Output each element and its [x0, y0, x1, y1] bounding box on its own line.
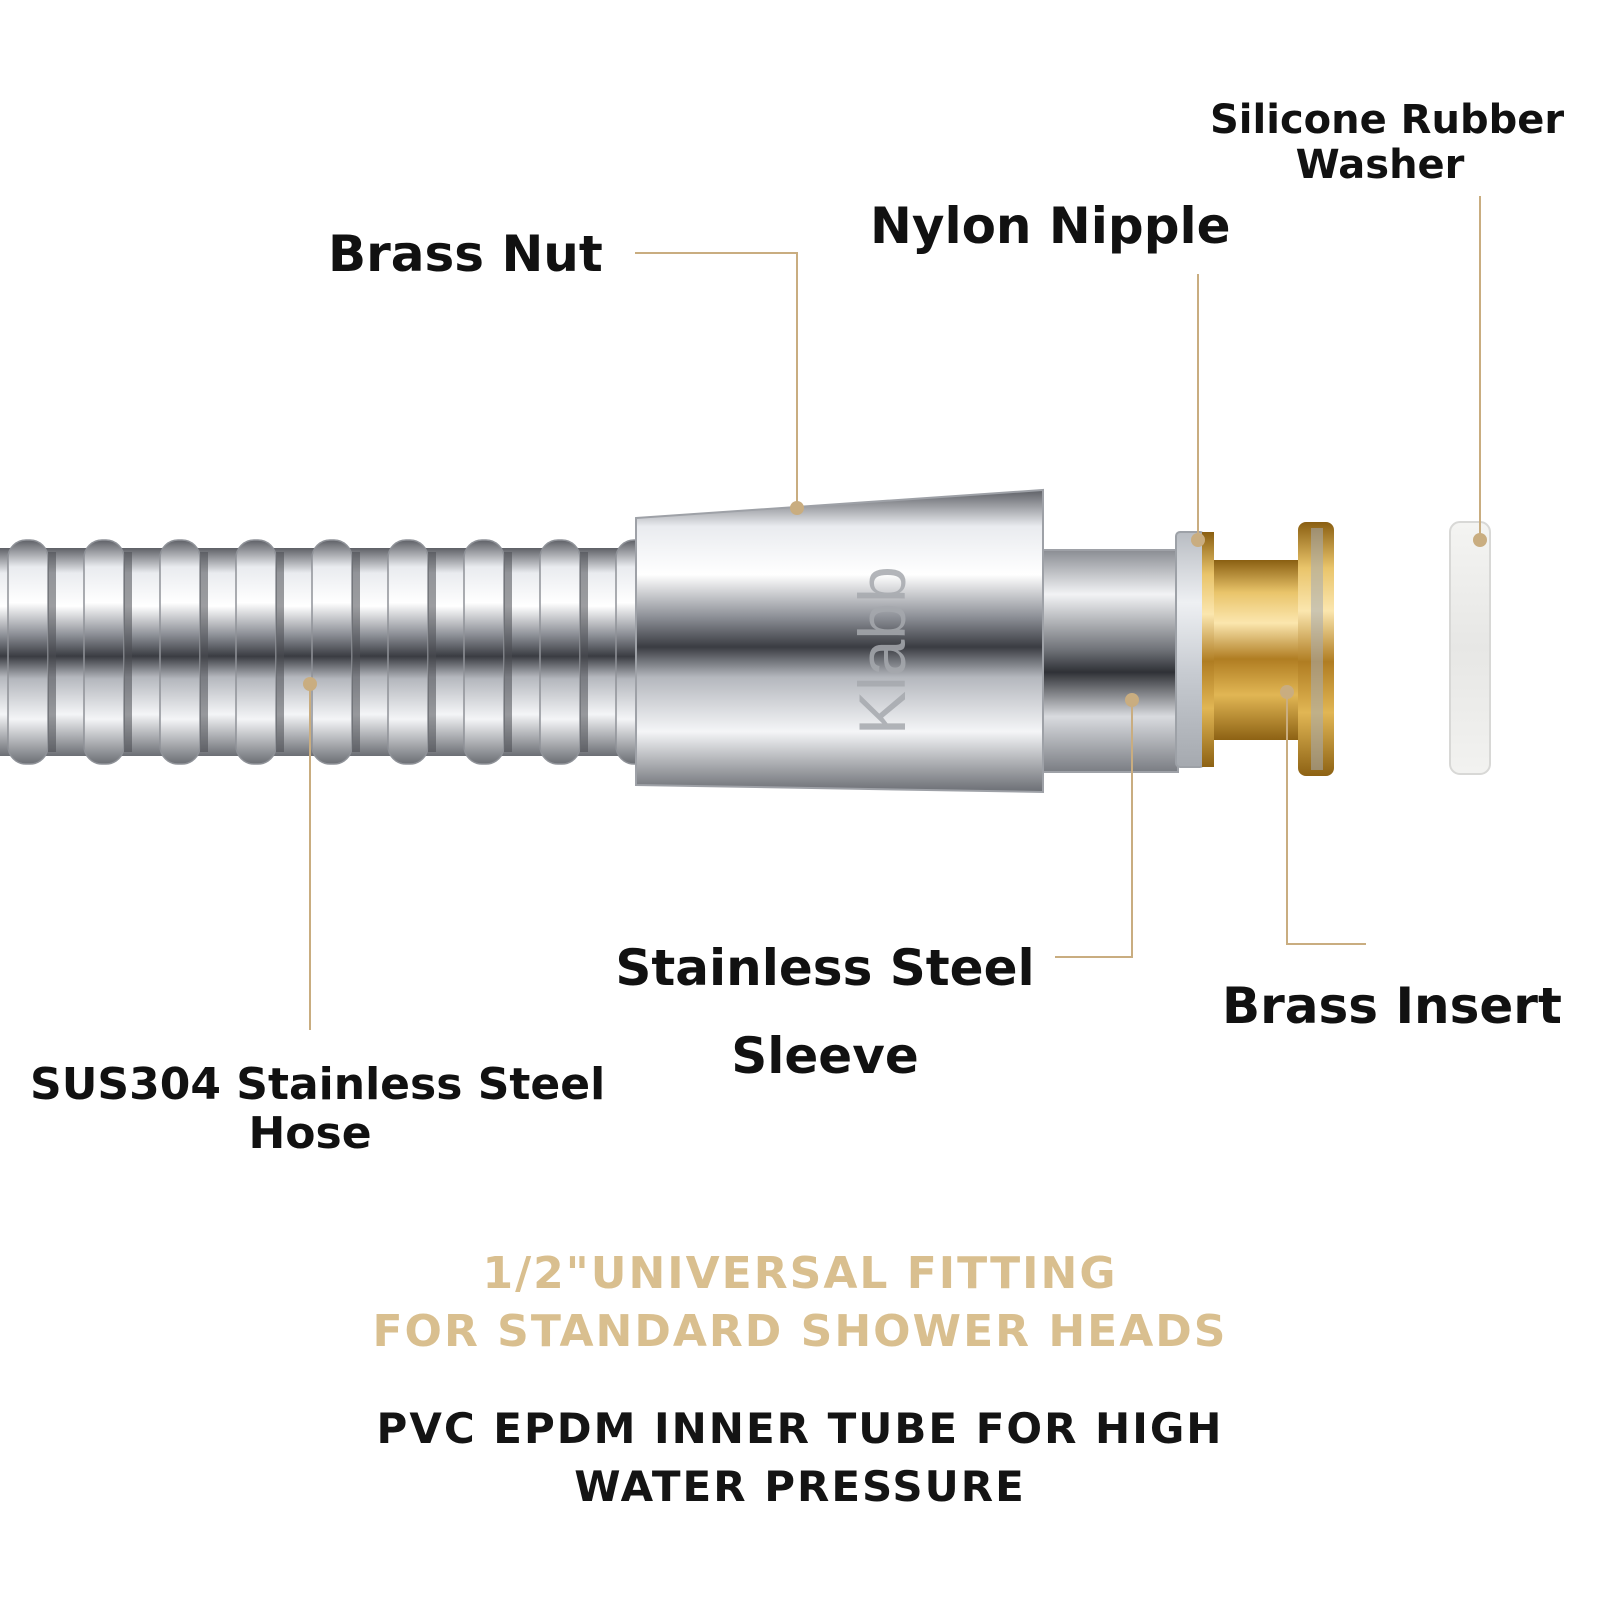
leader-dot-washer — [1473, 533, 1487, 547]
hose-groove — [504, 552, 512, 752]
hose-rib — [463, 539, 505, 765]
label-sleeve: Stainless Steel Sleeve — [615, 925, 1035, 1100]
hose-groove — [276, 552, 284, 752]
hose-groove — [200, 552, 208, 752]
hose-rib — [83, 539, 125, 765]
label-silicone-washer-line1: Silicone Rubber — [1210, 97, 1565, 143]
silicone-rubber-washer — [1449, 521, 1491, 775]
leader-dot-brass-insert — [1280, 685, 1294, 699]
label-hose-line1: SUS304 Stainless Steel — [30, 1059, 606, 1110]
hose-groove — [428, 552, 436, 752]
inner-tube-statement: PVC EPDM INNER TUBE FOR HIGH WATER PRESS… — [0, 1400, 1600, 1516]
label-brass-insert: Brass Insert — [1222, 977, 1562, 1035]
stainless-steel-hose — [0, 539, 664, 765]
hose-rib — [235, 539, 277, 765]
leader-dot-hose — [303, 677, 317, 691]
brand-logo: Klabb — [845, 566, 919, 735]
inner-tube-statement-line1: PVC EPDM INNER TUBE FOR HIGH — [376, 1404, 1224, 1453]
hose-groove — [48, 552, 56, 752]
hose-groove — [124, 552, 132, 752]
leader-dot-brass-nut — [790, 501, 804, 515]
fitting-statement-line1: 1/2"UNIVERSAL FITTING — [482, 1248, 1118, 1299]
hose-rib — [159, 539, 201, 765]
label-brass-nut: Brass Nut — [328, 225, 603, 283]
label-hose-line2: Hose — [248, 1108, 372, 1160]
nylon-nipple — [1175, 531, 1205, 768]
hose-rib — [539, 539, 581, 765]
leader-lines — [309, 196, 1481, 1030]
label-sleeve-line2: Sleeve — [731, 1026, 919, 1085]
label-hose: SUS304 Stainless Steel Hose — [30, 1059, 606, 1160]
leader-brass-insert — [1286, 692, 1366, 945]
stainless-steel-sleeve — [1042, 549, 1179, 773]
fitting-statement: 1/2"UNIVERSAL FITTING FOR STANDARD SHOWE… — [0, 1245, 1600, 1361]
leader-dot-nylon-nipple — [1191, 533, 1205, 547]
inner-tube-statement-line2: WATER PRESSURE — [574, 1462, 1026, 1511]
hose-rib — [387, 539, 429, 765]
label-nylon-nipple: Nylon Nipple — [870, 197, 1231, 255]
hose-rib — [311, 539, 353, 765]
label-silicone-washer-line2: Washer — [1295, 141, 1465, 188]
brass-nut: Klabb — [635, 488, 1044, 794]
hose-groove — [580, 552, 588, 752]
hose-rib — [7, 539, 49, 765]
leader-dot-sleeve — [1125, 693, 1139, 707]
hose-groove — [352, 552, 360, 752]
leader-brass-nut — [635, 252, 798, 508]
leader-dots — [303, 501, 1487, 707]
label-silicone-washer: Silicone Rubber Washer — [1210, 97, 1565, 188]
fitting-statement-line2: FOR STANDARD SHOWER HEADS — [372, 1306, 1228, 1357]
brass-insert — [1202, 522, 1334, 776]
label-sleeve-line1: Stainless Steel — [615, 939, 1035, 997]
leader-sleeve — [1055, 700, 1133, 958]
